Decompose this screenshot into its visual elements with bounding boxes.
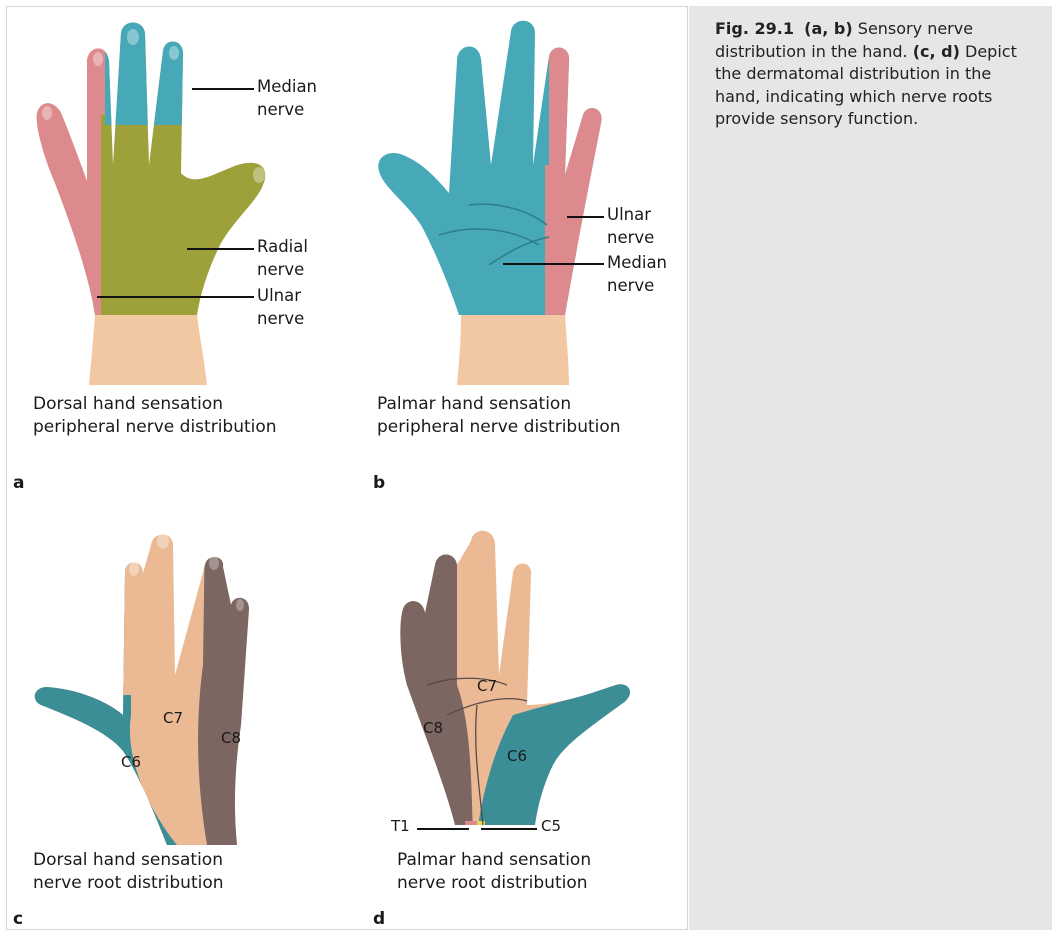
figure-number: Fig. 29.1 bbox=[715, 19, 794, 38]
label-nerve-text: nerve bbox=[607, 276, 654, 295]
leader-median-a bbox=[192, 88, 254, 90]
caption-line-1: Dorsal hand sensation bbox=[33, 394, 223, 414]
figure-caption-panel: Fig. 29.1 (a, b) Sensory nerve distribut… bbox=[689, 6, 1052, 930]
hand-palmar-peripheral-illustration bbox=[369, 15, 629, 385]
label-c7-d: C7 bbox=[477, 677, 497, 695]
leader-t1-d bbox=[417, 828, 469, 830]
caption-line-1: Palmar hand sensation bbox=[397, 850, 591, 870]
label-radial-nerve-a: Radial nerve bbox=[257, 235, 308, 281]
label-c6-d: C6 bbox=[507, 747, 527, 765]
label-ulnar-text: Ulnar bbox=[257, 286, 301, 305]
hand-dorsal-root-illustration bbox=[27, 525, 287, 845]
label-c8-c: C8 bbox=[221, 729, 241, 747]
label-nerve-text: nerve bbox=[257, 309, 304, 328]
hand-dorsal-peripheral-illustration bbox=[25, 15, 295, 385]
label-ulnar-nerve-a: Ulnar nerve bbox=[257, 284, 304, 330]
label-median-text: Median bbox=[257, 77, 317, 96]
panel-b-caption: Palmar hand sensation peripheral nerve di… bbox=[377, 393, 621, 439]
label-c7-c: C7 bbox=[163, 709, 183, 727]
label-c6-c: C6 bbox=[121, 753, 141, 771]
leader-radial-a bbox=[187, 248, 254, 250]
caption-line-2: peripheral nerve distribution bbox=[33, 417, 277, 437]
panel-a-caption: Dorsal hand sensation peripheral nerve di… bbox=[33, 393, 277, 439]
label-t1-d: T1 bbox=[391, 817, 410, 835]
caption-ref-ab: (a, b) bbox=[804, 19, 853, 38]
panel-letter-b: b bbox=[373, 473, 385, 493]
caption-line-1: Dorsal hand sensation bbox=[33, 850, 223, 870]
hand-palmar-root-illustration bbox=[387, 525, 647, 835]
leader-median-b bbox=[503, 263, 604, 265]
label-radial-text: Radial bbox=[257, 237, 308, 256]
leader-ulnar-a bbox=[97, 296, 254, 298]
label-nerve-text: nerve bbox=[257, 260, 304, 279]
caption-ref-cd: (c, d) bbox=[913, 42, 960, 61]
panel-letter-c: c bbox=[13, 909, 23, 929]
panel-letter-a: a bbox=[13, 473, 24, 493]
caption-line-2: peripheral nerve distribution bbox=[377, 417, 621, 437]
label-median-nerve-b: Median nerve bbox=[607, 251, 667, 297]
label-ulnar-nerve-b: Ulnar nerve bbox=[607, 203, 654, 249]
panel-d-caption: Palmar hand sensation nerve root distribu… bbox=[397, 849, 591, 895]
figure-caption: Fig. 29.1 (a, b) Sensory nerve distribut… bbox=[715, 18, 1038, 131]
label-median-text: Median bbox=[607, 253, 667, 272]
leader-ulnar-b bbox=[567, 216, 604, 218]
label-c5-d: C5 bbox=[541, 817, 561, 835]
label-nerve-text: nerve bbox=[607, 228, 654, 247]
label-median-nerve-a: Median nerve bbox=[257, 75, 317, 121]
caption-line-1: Palmar hand sensation bbox=[377, 394, 571, 414]
caption-line-2: nerve root distribution bbox=[33, 873, 224, 893]
label-nerve-text: nerve bbox=[257, 100, 304, 119]
label-c8-d: C8 bbox=[423, 719, 443, 737]
label-ulnar-text: Ulnar bbox=[607, 205, 651, 224]
caption-line-2: nerve root distribution bbox=[397, 873, 588, 893]
leader-c5-d bbox=[481, 828, 537, 830]
figure-frame: Median nerve Radial nerve Ulnar nerve Dorsa… bbox=[6, 6, 688, 930]
panel-c-caption: Dorsal hand sensation nerve root distribu… bbox=[33, 849, 224, 895]
panel-letter-d: d bbox=[373, 909, 385, 929]
